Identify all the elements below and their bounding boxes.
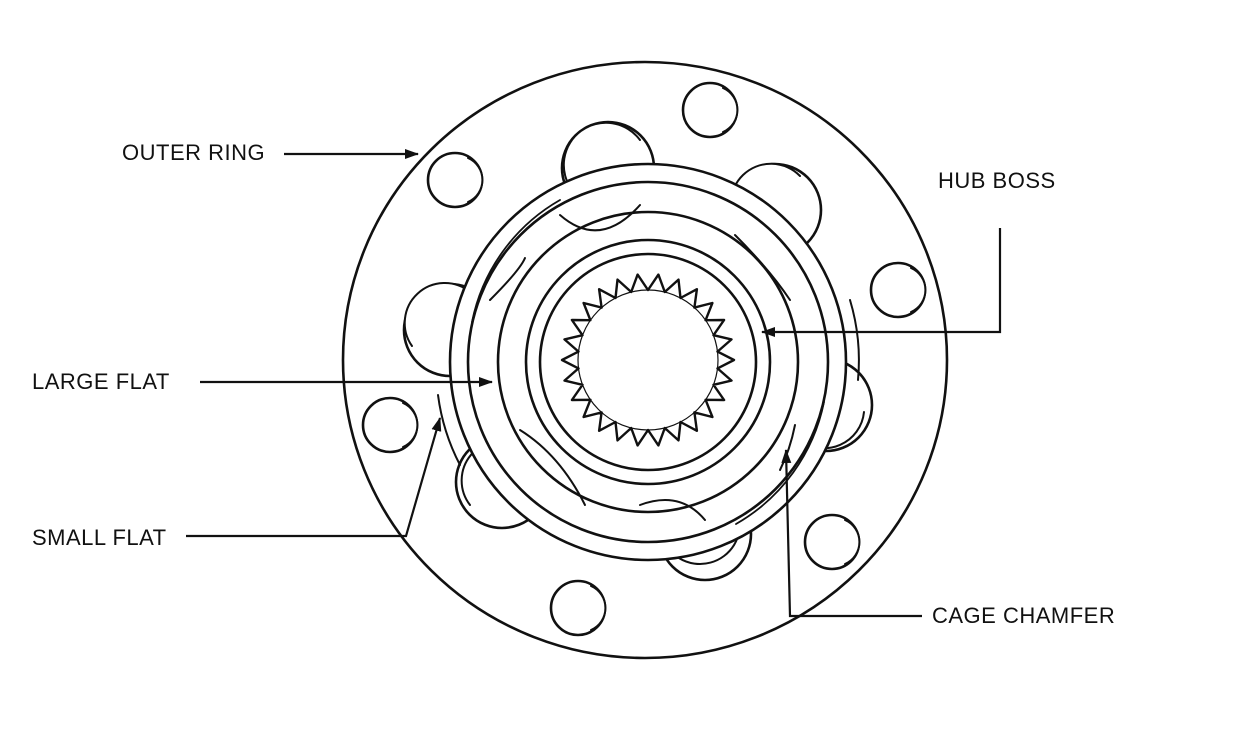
label-large-flat: LARGE FLAT xyxy=(32,369,170,394)
label-cage-chamfer: CAGE CHAMFER xyxy=(932,603,1116,628)
leader-small-flat xyxy=(186,417,442,538)
splined-bore xyxy=(560,273,736,447)
cage-step-right xyxy=(849,299,860,381)
bolt-hole xyxy=(361,396,419,454)
leader-cage-chamfer xyxy=(781,449,922,618)
label-outer-ring: OUTER RING xyxy=(122,140,266,165)
bolt-hole xyxy=(549,579,607,637)
outer-ring xyxy=(341,60,949,660)
leader-hub-boss xyxy=(761,228,1002,337)
cage-step-left xyxy=(437,394,461,466)
label-hub-boss: HUB BOSS xyxy=(938,168,1056,193)
label-small-flat: SMALL FLAT xyxy=(32,525,167,550)
inner-race xyxy=(496,210,800,514)
bolt-hole xyxy=(803,513,861,571)
bolt-hole xyxy=(681,81,739,139)
bolt-hole xyxy=(869,261,927,319)
bolt-hole xyxy=(426,151,484,209)
spline-root xyxy=(577,289,719,431)
bolt-holes xyxy=(361,81,927,637)
